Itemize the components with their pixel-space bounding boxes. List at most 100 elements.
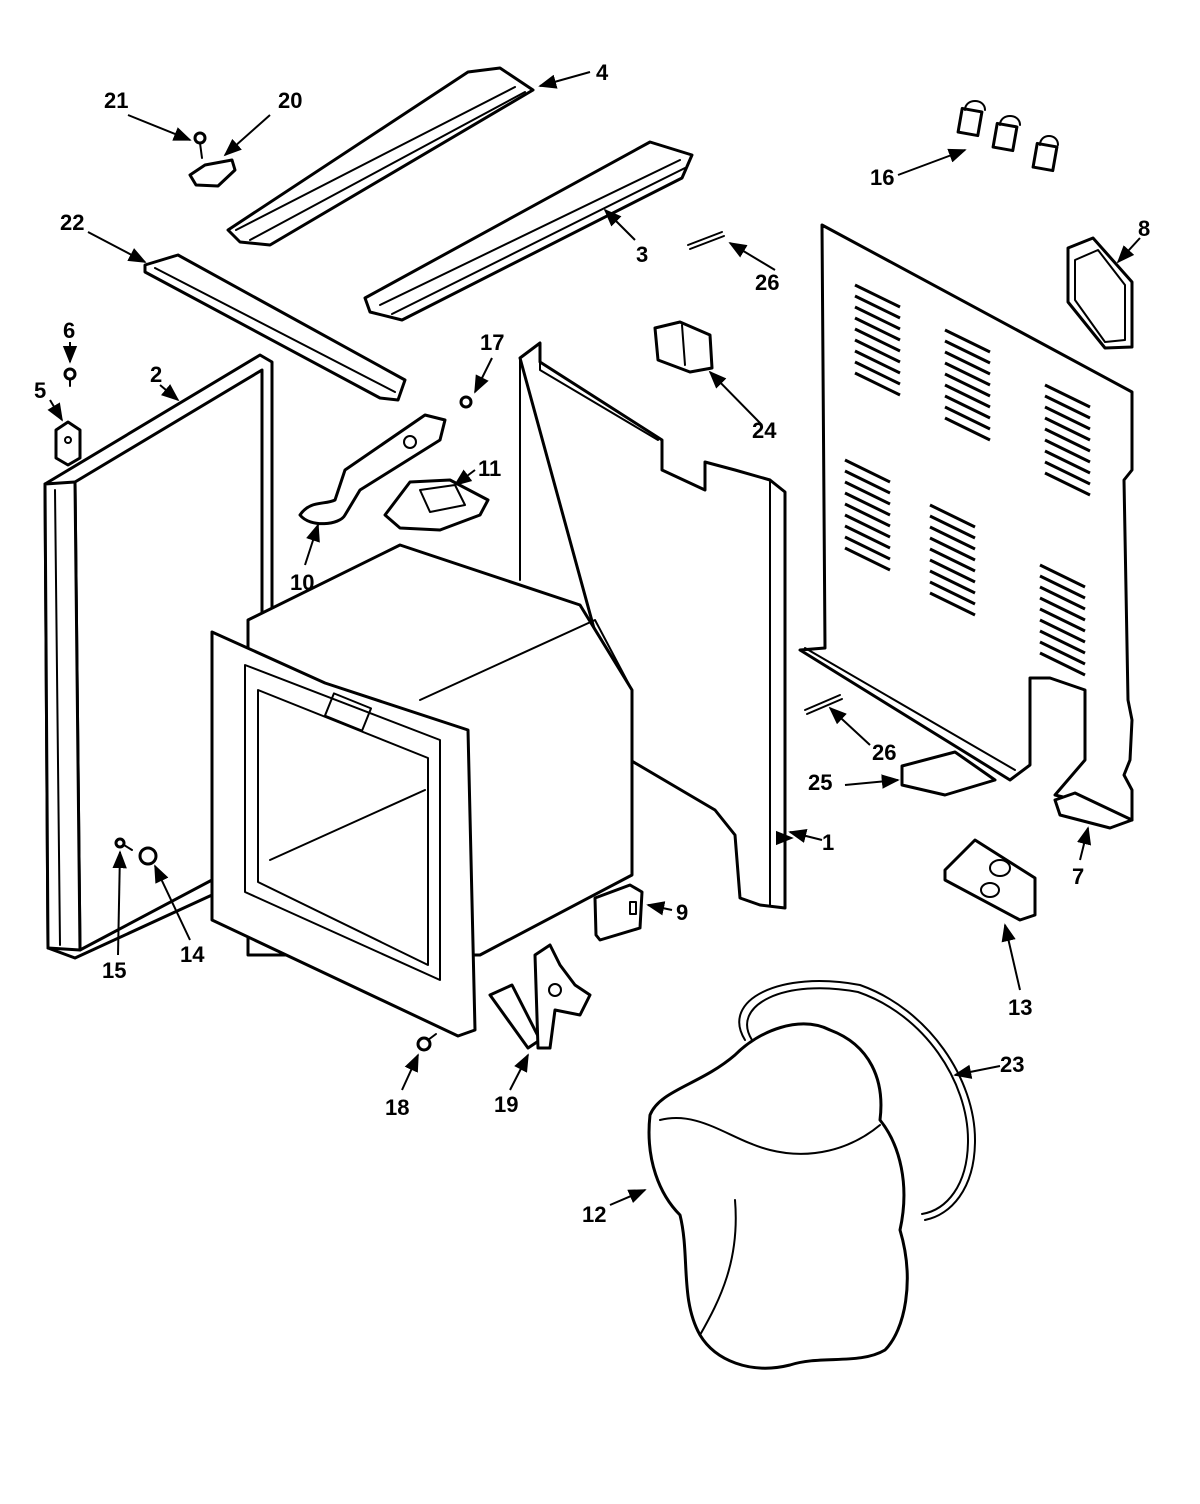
- part-14-plug: [138, 846, 158, 866]
- vent-grid: [844, 283, 1091, 677]
- part-18-screw: [416, 1033, 437, 1052]
- callout-16: 16: [870, 165, 894, 190]
- callout-19: 19: [494, 1092, 518, 1117]
- part-1-side-panel: [518, 341, 787, 910]
- part-15-screw: [114, 837, 133, 851]
- vent-louver: [844, 469, 891, 495]
- callout-21: 21: [104, 88, 128, 113]
- vent-louver: [844, 491, 891, 517]
- vent-louver: [844, 513, 891, 539]
- vent-louver: [854, 338, 901, 364]
- vent-louver: [944, 372, 991, 398]
- vent-louver: [854, 360, 901, 386]
- callout-6: 6: [63, 318, 75, 343]
- callout-22: 22: [60, 210, 84, 235]
- leader-arrows: [47, 71, 1141, 1206]
- vent-louver: [929, 580, 976, 606]
- vent-louver: [1044, 383, 1091, 409]
- callout-18: 18: [385, 1095, 409, 1120]
- vent-louver: [1044, 471, 1091, 497]
- vent-louver: [844, 546, 891, 572]
- vent-louver: [854, 305, 901, 331]
- callout-14: 14: [180, 942, 205, 967]
- part-20-bracket: [188, 158, 237, 188]
- vent-louver: [844, 480, 891, 506]
- callout-5: 5: [34, 378, 46, 403]
- part-2-side-frame: [43, 353, 274, 960]
- callout-13: 13: [1008, 995, 1032, 1020]
- part-25-bracket: [900, 750, 997, 797]
- callout-7: 7: [1072, 864, 1084, 889]
- callout-labels: 1 2 3 4 5 6 7 8 9 10 11 12 13 14 15 16 1…: [34, 60, 1150, 1227]
- vent-louver: [844, 458, 891, 484]
- vent-louver: [1039, 618, 1086, 644]
- vent-louver: [929, 525, 976, 551]
- vent-louver: [1044, 427, 1091, 453]
- callout-11: 11: [478, 456, 501, 481]
- part-17-screw: [459, 395, 473, 409]
- part-16-terminal-block: [956, 100, 1059, 173]
- vent-louver: [929, 591, 976, 617]
- part-19-hinge: [488, 943, 592, 1050]
- part-6-screw: [63, 367, 77, 387]
- callout-15: 15: [102, 958, 126, 983]
- vent-louver: [844, 535, 891, 561]
- vent-louver: [854, 327, 901, 353]
- part-11-latch: [383, 478, 490, 532]
- vent-louver: [1044, 394, 1091, 420]
- callout-24: 24: [752, 418, 777, 443]
- callout-26-lower: 26: [872, 740, 896, 765]
- vent-louver: [1039, 640, 1086, 666]
- part-13-bracket: [943, 838, 1037, 922]
- part-9-bracket: [593, 883, 644, 942]
- vent-louver: [929, 558, 976, 584]
- callout-23: 23: [1000, 1052, 1024, 1077]
- callout-17: 17: [480, 330, 504, 355]
- part-12-insulation: [647, 1022, 909, 1370]
- vent-louver: [844, 524, 891, 550]
- part-7-bracket: [1053, 791, 1134, 830]
- vent-louver: [854, 316, 901, 342]
- vent-louver: [944, 405, 991, 431]
- vent-louver: [944, 394, 991, 420]
- vent-louver: [1039, 629, 1086, 655]
- vent-louver: [1044, 438, 1091, 464]
- callout-3: 3: [636, 242, 648, 267]
- vent-louver: [944, 416, 991, 442]
- vent-louver: [929, 547, 976, 573]
- vent-louver: [1044, 416, 1091, 442]
- part-23-gasket: [738, 980, 976, 1221]
- vent-louver: [1044, 460, 1091, 486]
- callout-12: 12: [582, 1202, 606, 1227]
- callout-10: 10: [290, 570, 314, 595]
- callout-1: 1: [822, 830, 834, 855]
- vent-louver: [1039, 585, 1086, 611]
- part-21-screw: [193, 131, 207, 159]
- callout-20: 20: [278, 88, 302, 113]
- callout-25: 25: [808, 770, 832, 795]
- callout-4: 4: [596, 60, 609, 85]
- vent-louver: [844, 502, 891, 528]
- part-3-top-rail: [363, 140, 694, 322]
- part-22-front-rail: [143, 253, 407, 402]
- callout-8: 8: [1138, 216, 1150, 241]
- vent-louver: [1044, 405, 1091, 431]
- vent-louver: [1039, 574, 1086, 600]
- callout-2: 2: [150, 362, 162, 387]
- part-5-clip: [54, 420, 82, 467]
- vent-louver: [944, 328, 991, 354]
- oven-front-frame: [210, 630, 477, 1038]
- part-26-pin-upper: [687, 231, 725, 250]
- vent-louver: [1039, 596, 1086, 622]
- vent-louver: [929, 514, 976, 540]
- vent-louver: [1039, 607, 1086, 633]
- part-4-top-rail: [226, 66, 535, 247]
- vent-louver: [929, 536, 976, 562]
- vent-louver: [929, 503, 976, 529]
- vent-louver: [944, 339, 991, 365]
- vent-louver: [944, 361, 991, 387]
- vent-louver: [1039, 563, 1086, 589]
- vent-louver: [854, 349, 901, 375]
- callout-26-upper: 26: [755, 270, 779, 295]
